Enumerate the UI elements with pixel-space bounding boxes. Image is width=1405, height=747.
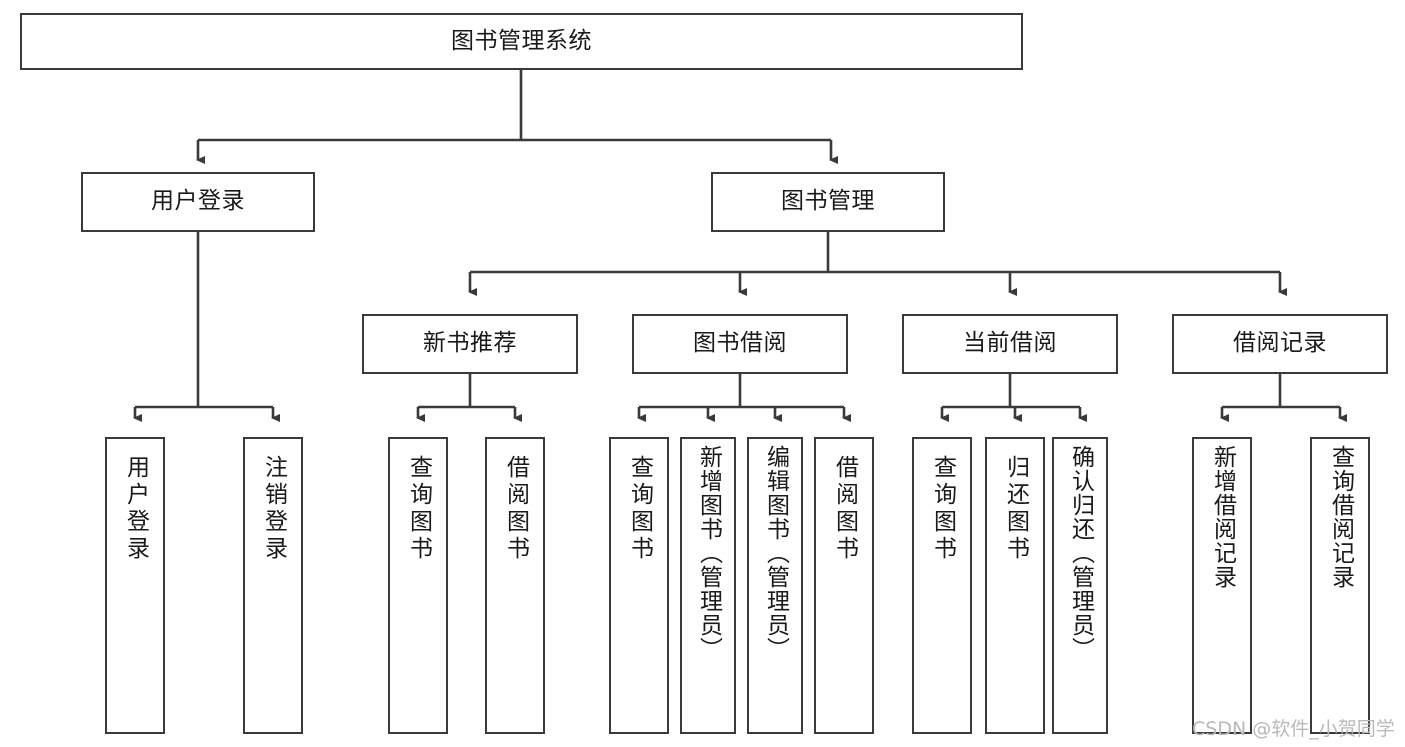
node-book-borrow-label: 图书借阅 xyxy=(693,330,787,357)
node-leaf-return-book[interactable]: 归还图书 xyxy=(985,437,1045,734)
node-leaf-logout[interactable]: 注销登录 xyxy=(243,437,303,734)
node-leaf-query-book-2[interactable]: 查询图书 xyxy=(609,437,669,734)
node-leaf-add-record[interactable]: 新增借阅记录 xyxy=(1192,437,1252,734)
node-leaf-borrow-book-2-label: 借阅图书 xyxy=(831,455,858,563)
node-leaf-borrow-book-2[interactable]: 借阅图书 xyxy=(814,437,874,734)
node-leaf-borrow-book-1[interactable]: 借阅图书 xyxy=(485,437,545,734)
node-current-borrow-label: 当前借阅 xyxy=(963,330,1057,357)
node-user-login-label: 用户登录 xyxy=(151,188,245,215)
node-leaf-user-login[interactable]: 用户登录 xyxy=(105,437,165,734)
node-leaf-borrow-book-1-label: 借阅图书 xyxy=(502,455,529,563)
node-root[interactable]: 图书管理系统 xyxy=(20,13,1023,70)
node-new-book-recommend[interactable]: 新书推荐 xyxy=(362,314,578,374)
node-leaf-logout-label: 注销登录 xyxy=(260,455,287,563)
node-leaf-return-book-label: 归还图书 xyxy=(1002,455,1029,563)
node-leaf-query-book-3[interactable]: 查询图书 xyxy=(912,437,972,734)
node-current-borrow[interactable]: 当前借阅 xyxy=(902,314,1118,374)
node-leaf-query-book-1-label: 查询图书 xyxy=(405,455,432,563)
node-leaf-query-record[interactable]: 查询借阅记录 xyxy=(1310,437,1370,734)
node-leaf-add-book-label: 新增图书（管理员） xyxy=(695,445,722,661)
node-leaf-add-book[interactable]: 新增图书（管理员） xyxy=(680,437,736,734)
csdn-watermark: CSDN @软件_小贺同学 xyxy=(1192,718,1395,740)
node-user-login[interactable]: 用户登录 xyxy=(81,172,315,232)
node-leaf-add-record-label: 新增借阅记录 xyxy=(1209,445,1236,589)
node-root-label: 图书管理系统 xyxy=(451,27,592,54)
node-leaf-query-book-2-label: 查询图书 xyxy=(626,455,653,563)
node-book-management[interactable]: 图书管理 xyxy=(711,172,945,232)
node-borrow-records[interactable]: 借阅记录 xyxy=(1172,314,1388,374)
node-leaf-confirm-return-label: 确认归还（管理员） xyxy=(1067,445,1094,661)
node-leaf-query-book-1[interactable]: 查询图书 xyxy=(388,437,448,734)
node-leaf-confirm-return[interactable]: 确认归还（管理员） xyxy=(1052,437,1108,734)
node-leaf-query-book-3-label: 查询图书 xyxy=(929,455,956,563)
node-leaf-edit-book-label: 编辑图书（管理员） xyxy=(762,445,789,661)
node-new-book-recommend-label: 新书推荐 xyxy=(423,330,517,357)
node-book-management-label: 图书管理 xyxy=(781,188,875,215)
node-book-borrow[interactable]: 图书借阅 xyxy=(632,314,848,374)
node-borrow-records-label: 借阅记录 xyxy=(1233,330,1327,357)
node-leaf-user-login-label: 用户登录 xyxy=(122,455,149,563)
node-leaf-edit-book[interactable]: 编辑图书（管理员） xyxy=(747,437,803,734)
node-leaf-query-record-label: 查询借阅记录 xyxy=(1327,445,1354,589)
